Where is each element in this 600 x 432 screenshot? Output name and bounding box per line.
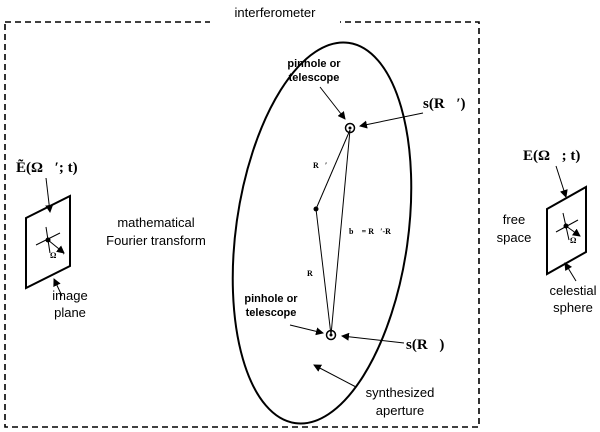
celestial-sphere-label-1: celestial xyxy=(550,283,597,298)
bottom-pinhole-label-1: pinhole or xyxy=(244,293,298,305)
sky-field-pointer xyxy=(555,165,568,198)
source-top-label: s(R⃗′) xyxy=(423,96,466,112)
synthesized-aperture-pointer xyxy=(313,364,357,388)
baseline-label: b⃗ = R⃗′-R⃗ xyxy=(349,227,397,236)
celestial-vector-label: Ω⃗ xyxy=(570,236,583,245)
image-plane-label-2: plane xyxy=(54,305,86,320)
origin-point xyxy=(313,206,319,212)
free-space-label-2: space xyxy=(497,230,532,245)
fourier-label-1: mathematical xyxy=(117,215,194,230)
image-plane: Ω⃗′ xyxy=(25,194,71,290)
source-bottom-label: s(R⃗) xyxy=(406,337,444,353)
synthesized-aperture-label-1: synthesized xyxy=(366,385,435,400)
image-plane-pointer xyxy=(53,278,63,297)
source-top-pointer xyxy=(359,112,424,129)
celestial-sphere-pointer xyxy=(564,262,577,282)
image-field-pointer xyxy=(45,177,54,213)
interferometer-boundary xyxy=(4,21,480,428)
celestial-direction-arrow xyxy=(565,225,581,237)
synthesized-aperture-label-2: aperture xyxy=(376,403,424,418)
baseline-geometry xyxy=(313,122,356,341)
vector-r-prime-label: R⃗′ xyxy=(313,161,327,170)
top-pinhole-label-1: pinhole or xyxy=(287,58,341,70)
fourier-label-2: Fourier transform xyxy=(106,233,206,248)
top-pinhole-label-2: telescope xyxy=(289,72,340,84)
sky-field-label: E(Ω⃗; t) xyxy=(523,148,580,164)
celestial-sphere-plane: Ω⃗ xyxy=(546,185,587,276)
baseline-vector xyxy=(330,129,351,336)
synthesized-aperture-ellipse xyxy=(231,41,413,425)
bottom-pinhole-label-2: telescope xyxy=(246,307,297,319)
image-field-label: E͂(Ω⃗′; t) xyxy=(16,158,78,176)
interferometer-title: interferometer xyxy=(235,5,317,20)
image-plane-vector-label: Ω⃗′ xyxy=(50,251,65,260)
top-pinhole-pointer xyxy=(319,86,346,120)
celestial-sphere-label-2: sphere xyxy=(553,300,593,315)
bottom-pinhole-pointer xyxy=(289,324,324,336)
source-bottom-pointer xyxy=(341,332,405,344)
vector-r-prime xyxy=(315,129,351,210)
top-pinhole xyxy=(344,122,356,134)
vector-r-label: R⃗ xyxy=(307,269,319,278)
vector-r xyxy=(315,208,332,336)
image-plane-label-1: image xyxy=(52,288,87,303)
bottom-pinhole xyxy=(325,329,337,341)
free-space-label-1: free xyxy=(503,212,525,227)
image-plane-direction-arrow xyxy=(47,239,65,254)
